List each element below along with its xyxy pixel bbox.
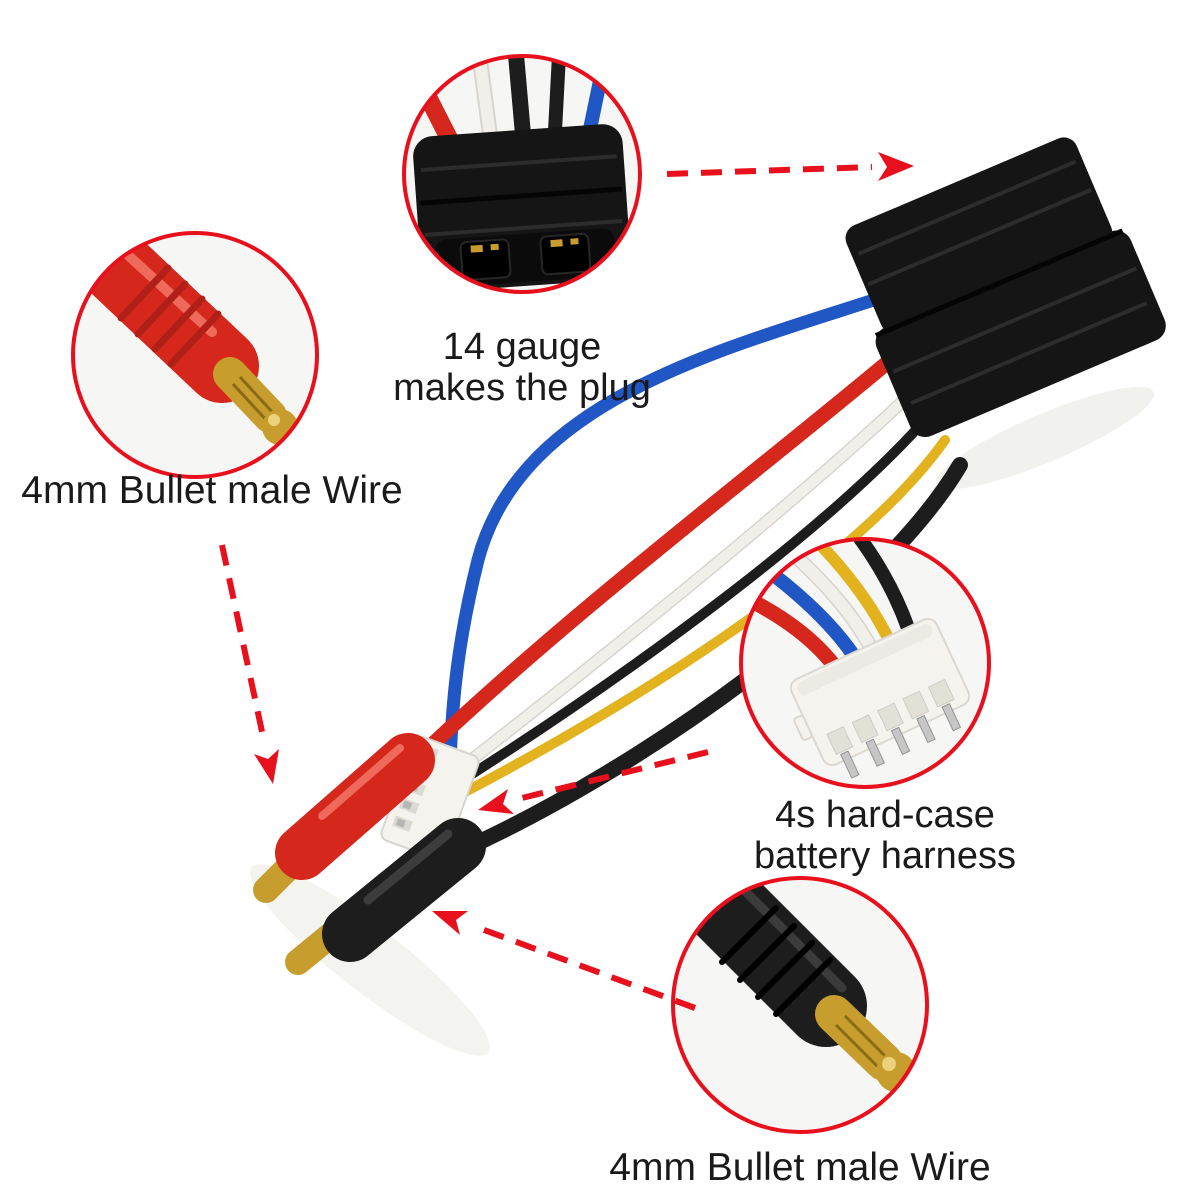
arrow-to-traxxas-plug (666, 152, 914, 181)
label-plug-gauge-line2: makes the plug (393, 367, 651, 409)
callout-black-bullet (671, 876, 929, 1134)
arrow-to-balance-connector (478, 749, 709, 814)
traxxas-plug-zoom (413, 124, 631, 291)
callout-ring (739, 537, 991, 789)
gold-pin (570, 238, 579, 245)
black-bullet-body (322, 818, 486, 962)
wire-blue (443, 291, 887, 772)
plug-socket (459, 238, 512, 281)
label-battery-harness-line1: 4s hard-case (775, 794, 995, 836)
wire-red-main (402, 344, 908, 774)
plug-socket (539, 232, 592, 276)
wire-white (447, 380, 925, 780)
callout-traxxas-plug (402, 54, 642, 294)
label-battery-harness-line2: battery harness (754, 835, 1016, 877)
callout-ring (402, 54, 642, 294)
balance-slots-zoom (826, 678, 955, 755)
callout-red-bullet-content (74, 234, 316, 476)
callout-ring (71, 231, 319, 479)
balance-latch (793, 714, 813, 741)
callout-black-bullet-content (674, 879, 926, 1131)
label-battery-harness: 4s hard-case battery harness (730, 795, 1040, 877)
red-bullet-highlight (318, 744, 404, 820)
arrow-to-red-bullet (219, 544, 279, 784)
black-bullet-connector (285, 818, 486, 975)
wire-black-balance (453, 407, 937, 788)
gold-pin (470, 244, 483, 253)
annotation-arrows (219, 152, 914, 1011)
balance-pins (840, 703, 962, 779)
soft-shadow (935, 386, 1155, 490)
arrowhead (254, 749, 279, 784)
red-bullet-connector (253, 733, 435, 903)
traxxas-connector (845, 137, 1166, 438)
label-bullet-left: 4mm Bullet male Wire (21, 469, 403, 512)
red-bullet-body (275, 733, 435, 880)
wire-yellow (460, 435, 950, 797)
label-bullet-bottom: 4mm Bullet male Wire (609, 1146, 991, 1189)
callout-traxxas-content (405, 57, 639, 291)
arrow-to-black-bullet (432, 911, 697, 1011)
traxxas-ridges (857, 159, 1148, 405)
black-bullet-ribs (719, 905, 833, 1017)
balance-connector-zoom (789, 617, 971, 779)
gold-banana-shaft (815, 995, 903, 1081)
black-bullet-highlight (363, 829, 453, 905)
gold-pin (490, 243, 499, 251)
arrowhead (478, 789, 514, 814)
gold-pin (550, 239, 563, 248)
red-bullet-body-zoom (75, 234, 259, 403)
callout-ring (671, 876, 929, 1134)
red-bullet-ribs (117, 264, 222, 368)
callout-balance-content (742, 540, 988, 786)
main-photo (250, 137, 1166, 1056)
label-plug-gauge: 14 gauge makes the plug (322, 327, 722, 409)
gold-banana-shaft (213, 357, 287, 433)
callout-balance-connector (739, 537, 991, 789)
label-plug-gauge-line1: 14 gauge (442, 326, 602, 368)
arrowhead (432, 911, 468, 935)
soft-shadow (250, 864, 490, 1056)
callout-red-bullet (71, 231, 319, 479)
arrowhead (878, 152, 914, 181)
